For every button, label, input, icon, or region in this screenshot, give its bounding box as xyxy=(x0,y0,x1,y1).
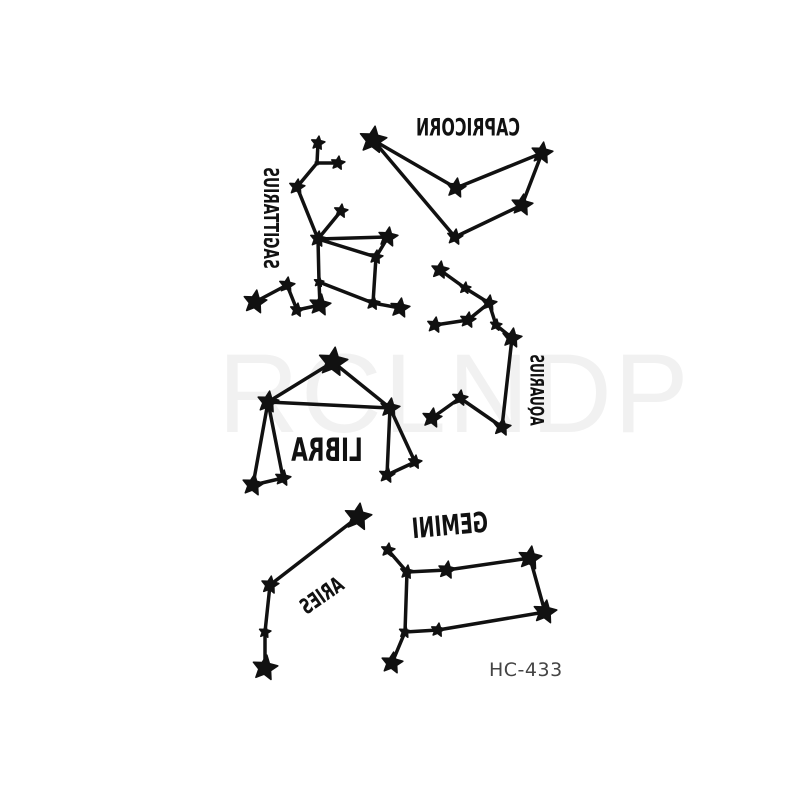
star-icon xyxy=(398,625,412,639)
constellation-label-gemini: GEMINI xyxy=(410,505,490,545)
star-icon xyxy=(252,654,279,681)
star-icon xyxy=(318,346,349,377)
star-icon xyxy=(275,469,292,486)
star-icon xyxy=(446,177,467,198)
star-icon xyxy=(289,302,305,317)
star-icon xyxy=(438,560,457,579)
constellation-aquarius xyxy=(422,260,523,436)
constellation-line xyxy=(371,138,457,239)
constellation-label-libra: LIBRA xyxy=(291,431,363,469)
star-icon xyxy=(333,203,349,218)
constellation-line xyxy=(445,556,532,572)
star-icon xyxy=(313,276,325,288)
star-icon xyxy=(359,125,388,154)
star-icon xyxy=(344,502,373,531)
star-icon xyxy=(489,318,503,332)
constellation-libra xyxy=(242,346,423,496)
constellation-line xyxy=(268,515,360,587)
star-icon xyxy=(365,295,381,310)
star-icon xyxy=(502,327,523,348)
star-icon xyxy=(279,276,296,293)
constellation-line xyxy=(454,151,544,190)
star-icon xyxy=(458,281,472,295)
constellation-line xyxy=(436,610,547,632)
star-icon xyxy=(289,178,306,195)
star-icon xyxy=(330,155,346,170)
product-code: HC-433 xyxy=(489,659,563,681)
constellation-label-capricorn: CAPRICORN xyxy=(415,115,521,143)
constellation-line xyxy=(251,400,270,487)
star-icon xyxy=(310,230,327,247)
constellation-line xyxy=(371,138,458,190)
star-icon xyxy=(518,545,543,570)
star-icon xyxy=(368,249,384,264)
star-icon xyxy=(422,407,443,428)
star-icon xyxy=(481,294,498,311)
constellation-line xyxy=(331,360,392,410)
constellation-sagittarius xyxy=(243,135,411,318)
constellation-line xyxy=(266,400,392,410)
star-icon xyxy=(533,599,558,624)
constellation-line xyxy=(458,396,504,429)
star-icon xyxy=(310,135,326,150)
star-icon xyxy=(314,160,320,166)
star-icon xyxy=(493,417,512,436)
constellation-line xyxy=(403,570,409,634)
star-icon xyxy=(511,193,534,216)
constellation-line xyxy=(371,255,378,305)
star-icon xyxy=(242,473,265,496)
star-icon xyxy=(531,141,554,164)
star-icon xyxy=(431,260,450,279)
star-icon xyxy=(407,454,423,469)
star-icon xyxy=(399,564,415,579)
star-icon xyxy=(460,311,477,328)
constellation-aries xyxy=(252,502,373,681)
star-icon xyxy=(390,297,411,318)
star-icon xyxy=(427,316,444,333)
star-icon xyxy=(447,228,464,245)
star-icon xyxy=(381,651,404,674)
constellation-line xyxy=(266,400,285,480)
constellation-line xyxy=(295,185,320,241)
constellation-line xyxy=(317,280,375,305)
star-icon xyxy=(243,289,268,314)
constellation-line xyxy=(385,406,392,477)
constellation-label-aquarius: AQUARIUS xyxy=(525,354,547,426)
star-icon xyxy=(257,390,280,413)
constellation-label-sagittarius: SAGITTARIUS xyxy=(258,167,283,269)
constellation-line xyxy=(316,237,378,259)
constellation-gemini xyxy=(380,542,558,674)
constellation-line xyxy=(520,151,544,207)
constellation-line xyxy=(263,583,272,634)
star-icon xyxy=(258,625,272,639)
star-icon xyxy=(261,575,280,594)
star-icon xyxy=(380,542,396,557)
constellation-line xyxy=(316,235,390,241)
constellation-line xyxy=(266,360,335,404)
constellation-line xyxy=(316,237,321,284)
constellation-capricorn xyxy=(359,125,554,245)
star-icon xyxy=(378,226,399,247)
star-icon xyxy=(380,397,401,418)
star-icon xyxy=(430,622,446,637)
star-icon xyxy=(452,389,469,406)
constellation-line xyxy=(500,336,514,429)
constellation-line xyxy=(453,203,524,239)
constellation-line xyxy=(295,161,319,189)
star-icon xyxy=(309,293,332,316)
star-icon xyxy=(379,466,396,483)
